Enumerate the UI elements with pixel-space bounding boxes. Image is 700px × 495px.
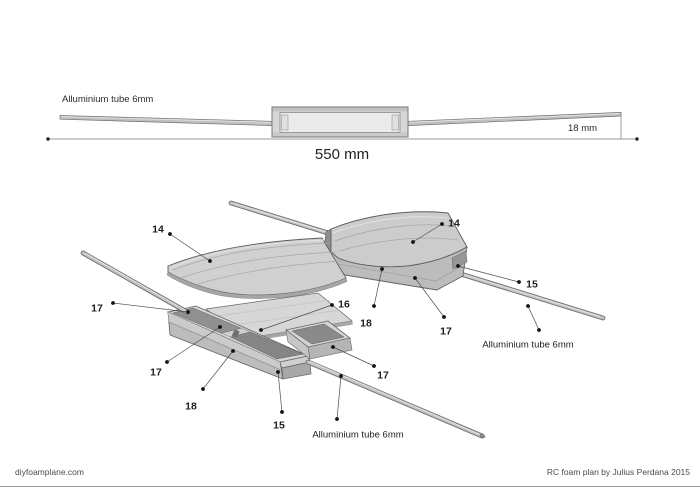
callout-leader-line [169,233,211,262]
callout-dot [517,280,521,284]
callout-18: 18 [360,267,384,330]
callout-dot [218,325,222,329]
callout-dot [111,301,115,305]
callout-text: 14 [152,224,164,236]
callout-dot [411,240,415,244]
callout-leader-line [457,265,520,283]
callout-dot [186,310,190,314]
top-view-drawing [46,106,639,141]
callout-dot [413,276,417,280]
callout-dot [440,222,444,226]
callout-dot [372,364,376,368]
callout-18: 18 [185,349,235,413]
callout-text: 15 [526,279,538,291]
callout-dot [280,410,284,414]
callout-leader-line [412,223,443,243]
callout-dot [330,303,334,307]
callout-dot [372,304,376,308]
top-view-tube-label: Alluminium tube 6mm [62,94,154,105]
callout-text: 17 [150,367,162,379]
wing-top-skin-left [166,237,348,299]
callout-dot [331,345,335,349]
footer-divider-line [0,486,700,487]
callout-14: 14 [411,218,460,244]
callout-leader-line [332,346,375,367]
span-dimension-label: 550 mm [314,146,370,163]
callout-text: 17 [91,303,103,315]
callout-alluminium-tube-6mm: Alluminium tube 6mm [312,374,404,441]
callout-17: 17 [331,345,389,382]
callout-leader-line [373,268,383,307]
left-group-tube [80,250,486,439]
callout-text: 18 [360,318,372,330]
callout-dot [259,328,263,332]
callout-text: 15 [273,420,285,432]
callout-leader-line [336,375,342,420]
callout-leader-line [527,305,540,331]
callout-alluminium-tube-6mm: Alluminium tube 6mm [482,304,574,351]
callout-dot [276,370,280,374]
callout-text: 16 [338,299,350,311]
callout-17: 17 [413,276,452,338]
callout-dot [201,387,205,391]
callout-16: 16 [259,299,350,332]
callout-dot [537,328,541,332]
callout-text: 17 [377,370,389,382]
callout-text: 18 [185,401,197,413]
callout-dot [335,417,339,421]
callout-dot [456,264,460,268]
callout-dot [339,374,343,378]
callout-dot [442,315,446,319]
callout-17: 17 [150,325,222,379]
callout-text: Alluminium tube 6mm [482,340,573,351]
callout-dot [208,259,212,263]
callout-text: Alluminium tube 6mm [312,430,403,441]
tip-height-dimension-label: 18 mm [568,123,598,134]
callout-leader-line [277,371,283,413]
callout-15: 15 [273,370,285,432]
callout-17: 17 [91,301,190,315]
callout-dot [526,304,530,308]
callout-dot [168,232,172,236]
footer-credit-text: RC foam plan by Julius Perdana 2015 [546,467,690,477]
callout-leader-line [414,277,445,318]
end-rib-piece [285,320,353,360]
footer-credit: RC foam plan by Julius Perdana 2015 [547,467,700,477]
callout-text: 17 [440,326,452,338]
callout-leader-line [112,302,189,313]
callout-dot [165,360,169,364]
callout-text: 14 [448,218,460,230]
wing-front-face-right [330,246,468,291]
callout-leader-line [166,326,221,363]
callout-14: 14 [152,224,212,263]
callout-15: 15 [456,264,538,291]
callout-dot [231,349,235,353]
callout-leader-line [260,304,333,331]
callout-dot [380,267,384,271]
center-joiner-box [271,106,409,138]
wing-core-box [166,305,312,380]
footer-website: diyfoamplane.com [15,467,84,477]
callout-leader-line [202,350,234,390]
